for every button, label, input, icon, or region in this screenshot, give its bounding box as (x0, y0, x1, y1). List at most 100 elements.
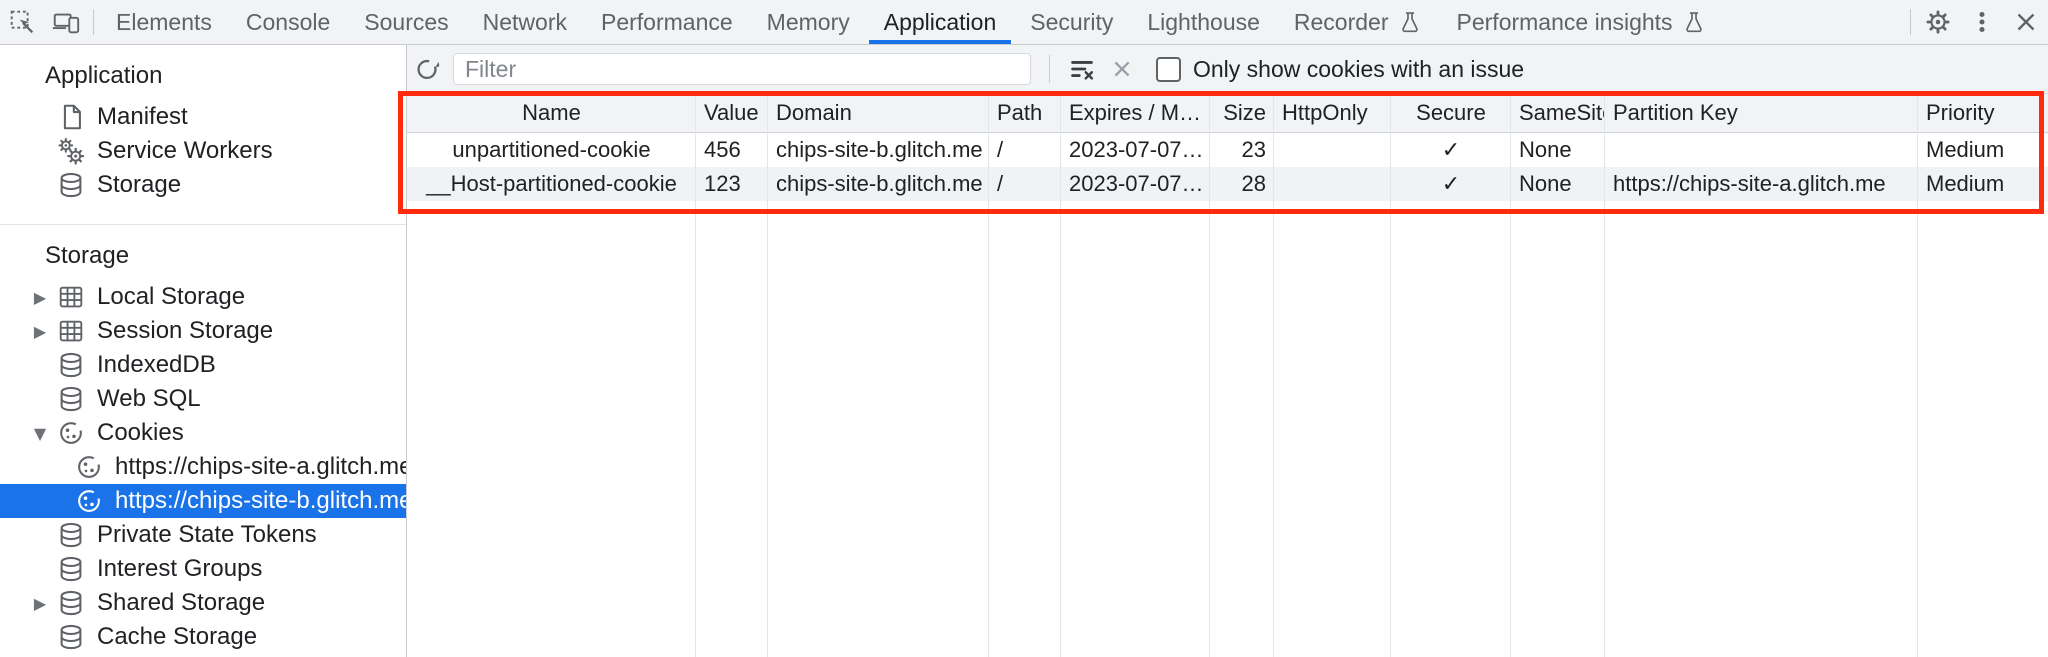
tab-lighthouse[interactable]: Lighthouse (1130, 0, 1277, 44)
column-header-secure[interactable]: Secure (1416, 100, 1486, 125)
tab-network[interactable]: Network (466, 0, 584, 44)
tab-label: Performance (601, 8, 733, 35)
sidebar-item-label: Web SQL (97, 385, 201, 412)
experiment-flask-icon (1681, 9, 1707, 35)
cell-name: __Host-partitioned-cookie (426, 171, 677, 196)
cell-priority: Medium (1926, 137, 2005, 162)
cookies-panel: Only show cookies with an issue Name Valu… (407, 45, 2048, 657)
tab-strip: Elements Console Sources Network Performance… (99, 0, 1724, 44)
refresh-icon[interactable] (407, 54, 447, 84)
column-header-priority[interactable]: Priority (1926, 100, 1995, 125)
column-header-samesite[interactable]: SameSite (1519, 100, 1605, 125)
tab-recorder[interactable]: Recorder (1277, 0, 1440, 44)
sidebar-item-session-storage[interactable]: ▶ Session Storage (0, 314, 406, 348)
sidebar-section-title-storage: Storage (45, 242, 130, 269)
tab-bar-spacer (1724, 0, 1905, 44)
tab-security[interactable]: Security (1013, 0, 1130, 44)
database-icon (56, 588, 86, 618)
sidebar-item-label: Manifest (97, 103, 188, 130)
sidebar-item-label: Session Storage (97, 317, 274, 344)
sidebar-item-cache-storage[interactable]: Cache Storage (0, 620, 406, 654)
clear-filter-icon[interactable] (1062, 54, 1102, 84)
cell-path: / (997, 171, 1004, 196)
cookie-icon (74, 486, 104, 516)
sidebar-item-label: Storage (97, 171, 182, 198)
expand-arrow-icon[interactable]: ▶ (33, 287, 47, 307)
expand-arrow-icon[interactable]: ▶ (33, 593, 47, 613)
sidebar-item-shared-storage[interactable]: ▶ Shared Storage (0, 586, 406, 620)
filter-input[interactable] (453, 53, 1031, 85)
tab-label: Security (1030, 8, 1114, 35)
cell-samesite: None (1519, 171, 1572, 196)
sidebar-item-web-sql[interactable]: Web SQL (0, 382, 406, 416)
sidebar-section-divider (0, 224, 406, 225)
column-header-httponly[interactable]: HttpOnly (1282, 100, 1368, 125)
sidebar-item-interest-groups[interactable]: Interest Groups (0, 552, 406, 586)
column-header-partition-key[interactable]: Partition Key (1613, 100, 1738, 125)
tab-label: Performance insights (1456, 8, 1673, 35)
tab-performance[interactable]: Performance (584, 0, 750, 44)
column-header-value[interactable]: Value (704, 100, 759, 125)
cell-secure: ✓ (1441, 137, 1461, 162)
close-icon[interactable] (2004, 0, 2048, 44)
issue-filter-label: Only show cookies with an issue (1193, 55, 1525, 82)
service-worker-icon (56, 136, 86, 166)
sidebar-item-label: Private State Tokens (97, 521, 317, 548)
tab-memory[interactable]: Memory (750, 0, 867, 44)
sidebar-item-https-chips-site-b-glitch-me[interactable]: https://chips-site-b.glitch.me (0, 484, 406, 518)
column-header-domain[interactable]: Domain (776, 100, 852, 125)
devtools-content: Application Manifest Service W (0, 45, 2048, 657)
tab-sources[interactable]: Sources (347, 0, 465, 44)
cookie-icon (56, 418, 86, 448)
devtools-tab-bar: Elements Console Sources Network Performance… (0, 0, 2048, 45)
delete-selected-icon[interactable] (1102, 54, 1142, 84)
cookies-toolbar: Only show cookies with an issue (407, 45, 2048, 94)
column-header-name[interactable]: Name (522, 100, 581, 125)
cell-httponly (1274, 133, 1391, 167)
tab-label: Recorder (1293, 8, 1389, 35)
cell-size: 28 (1241, 171, 1266, 196)
sidebar-item-local-storage[interactable]: ▶ Local Storage (0, 280, 406, 314)
sidebar-item-https-chips-site-a-glitch-me[interactable]: https://chips-site-a.glitch.me (0, 450, 406, 484)
tab-application[interactable]: Application (867, 0, 1014, 44)
table-icon (56, 316, 86, 346)
expand-arrow-icon[interactable]: ▶ (33, 321, 47, 341)
inspect-element-icon[interactable] (0, 0, 44, 44)
sidebar-item-label: IndexedDB (97, 351, 216, 378)
cell-value: 456 (704, 137, 741, 162)
sidebar-item-private-state-tokens[interactable]: Private State Tokens (0, 518, 406, 552)
sidebar-item-label: https://chips-site-b.glitch.me (115, 487, 407, 514)
kebab-menu-icon[interactable] (1960, 0, 2004, 44)
cookie-row[interactable]: unpartitioned-cookie 456 chips-site-b.glit… (407, 133, 2048, 167)
tab-performance-insights[interactable]: Performance insights (1440, 0, 1724, 44)
sidebar-item-service-workers[interactable]: Service Workers (0, 134, 406, 168)
cell-domain: chips-site-b.glitch.me (776, 137, 983, 162)
cell-path: / (997, 137, 1004, 162)
gear-icon[interactable] (1916, 0, 1960, 44)
column-header-expires[interactable]: Expires / M… (1069, 100, 1202, 125)
tab-elements[interactable]: Elements (99, 0, 229, 44)
cookie-row[interactable]: __Host-partitioned-cookie 123 chips-site-b… (407, 167, 2048, 201)
cell-domain: chips-site-b.glitch.me (776, 171, 983, 196)
issue-filter-checkbox[interactable] (1156, 56, 1181, 82)
cell-value: 123 (704, 171, 741, 196)
tab-label: Console (245, 8, 331, 35)
tab-label: Application (883, 8, 997, 35)
database-icon (56, 554, 86, 584)
cell-expires: 2023-07-07… (1069, 137, 1204, 162)
database-icon (56, 384, 86, 414)
collapse-arrow-icon[interactable]: ▼ (33, 423, 47, 443)
sidebar-item-storage[interactable]: Storage (0, 168, 406, 202)
device-toolbar-icon[interactable] (44, 0, 88, 44)
column-header-size[interactable]: Size (1223, 100, 1266, 125)
tab-label: Network (482, 8, 567, 35)
sidebar-item-cookies[interactable]: ▼ Cookies (0, 416, 406, 450)
database-icon (56, 170, 86, 200)
column-header-path[interactable]: Path (997, 100, 1043, 125)
tab-label: Memory (766, 8, 850, 35)
database-icon (56, 622, 86, 652)
sidebar-item-manifest[interactable]: Manifest (0, 100, 406, 134)
tab-console[interactable]: Console (229, 0, 347, 44)
sidebar-item-indexeddb[interactable]: IndexedDB (0, 348, 406, 382)
cell-name: unpartitioned-cookie (452, 137, 651, 162)
